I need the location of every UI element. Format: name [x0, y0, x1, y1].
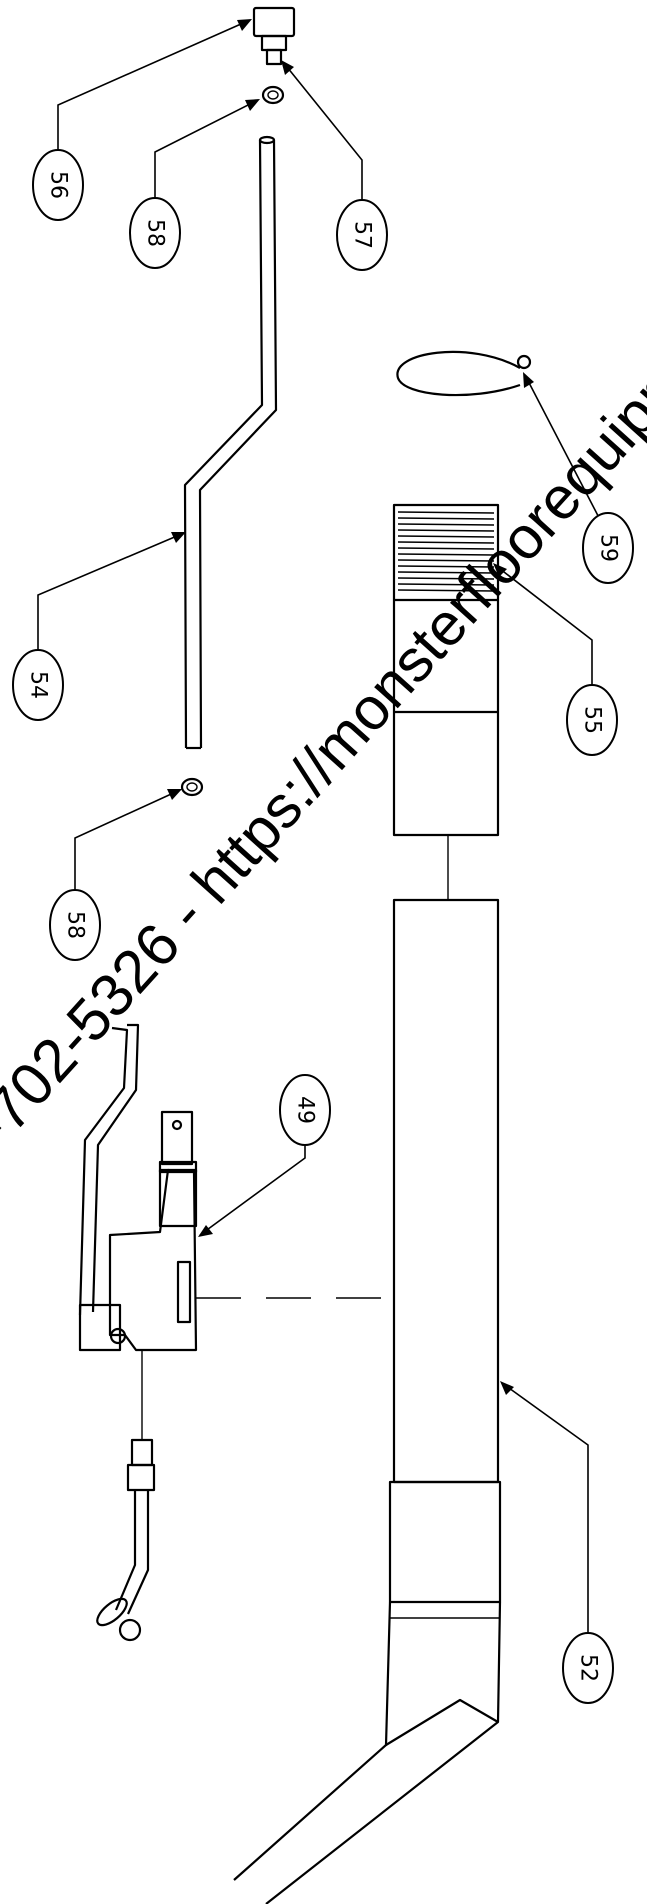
thread-ridge: [397, 589, 495, 592]
part-59-clip-ring: [396, 350, 532, 397]
svg-text:-702-5326 - https://monsterflo: -702-5326 - https://monsterfloorequipmen…: [0, 281, 647, 1159]
thread-ridge: [397, 523, 495, 526]
svg-text:54: 54: [26, 671, 51, 699]
callout-57: 57: [336, 199, 388, 271]
thread-ridge: [397, 583, 495, 586]
thread-ridge: [397, 565, 495, 568]
part-58-ring-top: [261, 85, 285, 105]
svg-text:56: 56: [46, 171, 71, 199]
callout-52: 52: [562, 1632, 614, 1704]
part-58-ring-lower: [180, 777, 204, 797]
thread-ridge: [397, 571, 495, 574]
callout-58-lower: 58: [49, 889, 101, 961]
callout-49: 49: [279, 1074, 331, 1146]
callout-54: 54: [12, 649, 64, 721]
part-49-valve-assembly: [78, 1023, 394, 1642]
leader-lines: [37, 19, 609, 1640]
part-56-fitting: [252, 6, 296, 66]
callout-59: 59: [582, 512, 634, 584]
thread-ridge: [397, 547, 495, 550]
watermark: -702-5326 - https://monsterfloorequipmen…: [0, 281, 647, 1159]
svg-text:59: 59: [596, 534, 621, 562]
thread-ridge: [397, 553, 495, 556]
svg-text:49: 49: [293, 1096, 318, 1124]
thread-ridge: [397, 511, 495, 514]
svg-text:52: 52: [576, 1654, 601, 1682]
svg-text:55: 55: [580, 706, 605, 734]
thread-ridge: [397, 517, 495, 520]
svg-text:57: 57: [350, 221, 375, 249]
part-55-threaded-coupling: [392, 503, 500, 900]
callout-55: 55: [566, 684, 618, 756]
thread-ridge: [397, 535, 495, 538]
part-54-bent-tube: [183, 135, 278, 750]
callout-56: 56: [32, 149, 84, 221]
thread-ridge: [397, 577, 495, 580]
thread-ridge: [397, 559, 495, 562]
callout-58-top: 58: [129, 197, 181, 269]
part-52-wand-tube: [233, 898, 502, 1904]
thread-ridge: [397, 529, 495, 532]
svg-text:58: 58: [143, 219, 168, 247]
thread-ridge: [397, 541, 495, 544]
svg-text:58: 58: [63, 911, 88, 939]
